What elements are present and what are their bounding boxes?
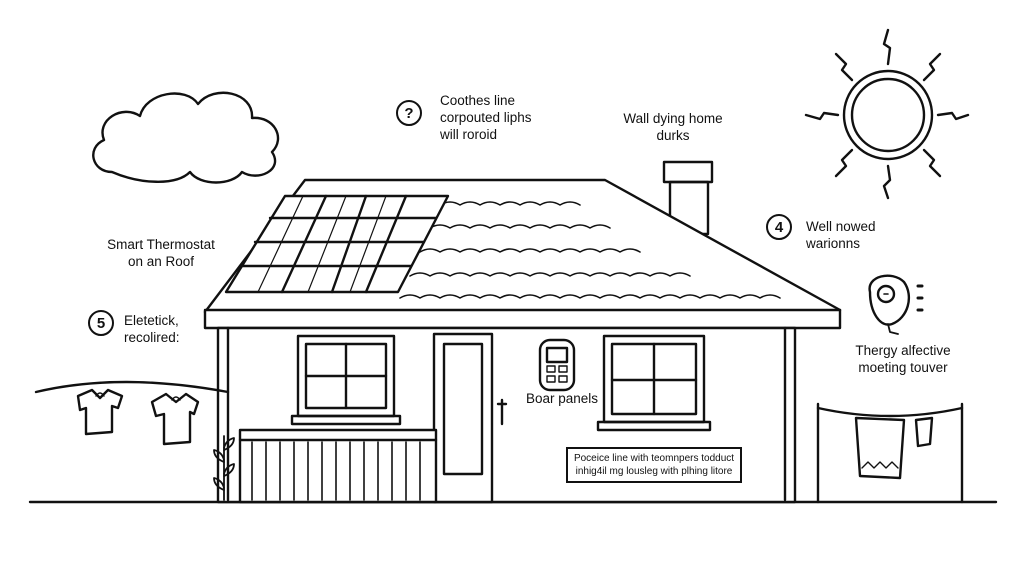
thermostat-device-icon bbox=[538, 338, 576, 392]
cloth-icon bbox=[914, 416, 934, 448]
label-clothes-line-1: Coothes line bbox=[440, 93, 516, 108]
label-electric-1: Eletetick, bbox=[124, 313, 179, 328]
left-clothesline bbox=[34, 380, 230, 446]
plant-icon bbox=[213, 435, 235, 501]
info-sign-line-2: inhig4il mg lousleg with plhing litore bbox=[575, 466, 733, 477]
label-smart-thermostat-1: Smart Thermostat bbox=[107, 237, 215, 252]
label-energy-effective: Thergy alfective moeting touver bbox=[838, 342, 968, 376]
label-electric: Eletetick, recolired: bbox=[124, 312, 180, 346]
label-clothes-line: Coothes line corpouted liphs will roroid bbox=[440, 92, 532, 143]
badge-question: ? bbox=[396, 100, 422, 126]
solar-panels bbox=[224, 194, 450, 294]
cloud-icon bbox=[92, 91, 280, 184]
badge-four: 4 bbox=[766, 214, 792, 240]
label-clothes-line-3: will roroid bbox=[440, 127, 498, 142]
shirt-icon-2 bbox=[150, 392, 200, 446]
label-solar-panels: Boar panels bbox=[526, 391, 599, 406]
label-energy-effective-1: Thergy alfective bbox=[855, 343, 951, 358]
label-wall-dying-2: durks bbox=[656, 128, 690, 143]
shirt-icon bbox=[76, 388, 124, 436]
front-door bbox=[432, 332, 508, 504]
label-smart-thermostat-2: on an Roof bbox=[127, 254, 195, 269]
label-energy-effective-2: moeting touver bbox=[858, 360, 948, 375]
label-clothes-line-2: corpouted liphs bbox=[440, 110, 532, 125]
label-wall-dying: Wall dying home durks bbox=[608, 110, 738, 144]
label-well-nowed-2: warionns bbox=[806, 236, 861, 251]
label-smart-thermostat: Smart Thermostat on an Roof bbox=[96, 236, 226, 270]
towel-icon bbox=[854, 416, 906, 480]
label-well-nowed-1: Well nowed bbox=[806, 219, 876, 234]
info-sign-line-1: Poceice line with teomnpers todduct bbox=[573, 453, 735, 464]
roof-shingles bbox=[399, 201, 781, 299]
left-window bbox=[290, 334, 402, 426]
porch-railing bbox=[238, 428, 438, 504]
label-wall-dying-1: Wall dying home bbox=[623, 111, 723, 126]
info-sign: Poceice line with teomnpers todduct inhi… bbox=[566, 447, 742, 483]
label-well-nowed: Well nowed warionns bbox=[806, 218, 876, 252]
right-clothesline bbox=[816, 402, 964, 504]
badge-five: 5 bbox=[88, 310, 114, 336]
energy-monitor-icon bbox=[868, 274, 924, 335]
label-electric-2: recolired: bbox=[124, 330, 180, 345]
right-window bbox=[596, 334, 712, 432]
sun-icon bbox=[804, 28, 970, 200]
